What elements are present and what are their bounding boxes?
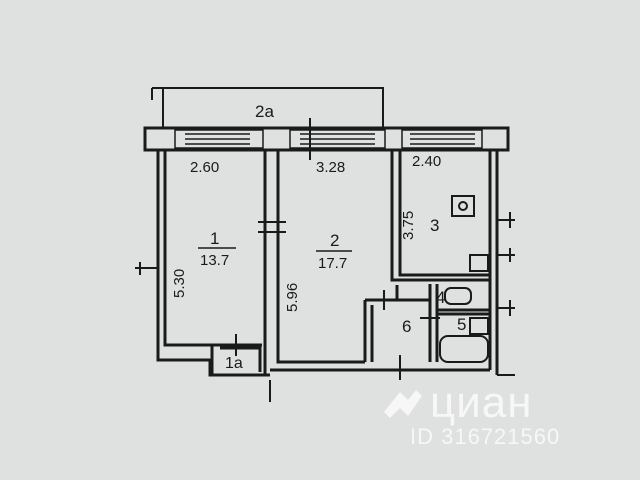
washbasin-icon — [469, 317, 489, 335]
room1a-number: 1a — [225, 355, 243, 372]
room2-area: 17.7 — [318, 255, 347, 272]
bathtub-icon — [439, 335, 489, 363]
room3-length-label: 3.75 — [400, 211, 417, 240]
room2-length-label: 5.96 — [284, 283, 301, 312]
room1-length-label: 5.30 — [171, 269, 188, 298]
room4-number: 4 — [436, 288, 445, 307]
balcony — [151, 87, 384, 130]
room1-number: 1 — [210, 229, 219, 248]
room1-width-label: 2.60 — [190, 159, 219, 176]
watermark-brand: циан — [430, 378, 533, 427]
cian-logo-icon — [384, 390, 422, 418]
door-marks — [235, 118, 440, 402]
room5-number: 5 — [457, 315, 466, 334]
room2-width-label: 3.28 — [316, 159, 345, 176]
room1-area: 13.7 — [200, 252, 229, 269]
fixtures — [439, 195, 489, 363]
sink-icon — [469, 254, 489, 272]
burner-icon — [458, 201, 468, 211]
room2-number: 2 — [330, 231, 339, 250]
room6-number: 6 — [402, 317, 411, 336]
watermark-listing-id: ID 316721560 — [410, 424, 561, 449]
room3-number: 3 — [430, 216, 439, 235]
windows — [174, 129, 483, 149]
room3-width-label: 2.40 — [412, 153, 441, 170]
axis-ticks — [135, 212, 515, 376]
stove-icon — [451, 195, 475, 217]
toilet-icon — [444, 287, 472, 305]
balcony-label: 2a — [255, 102, 274, 121]
